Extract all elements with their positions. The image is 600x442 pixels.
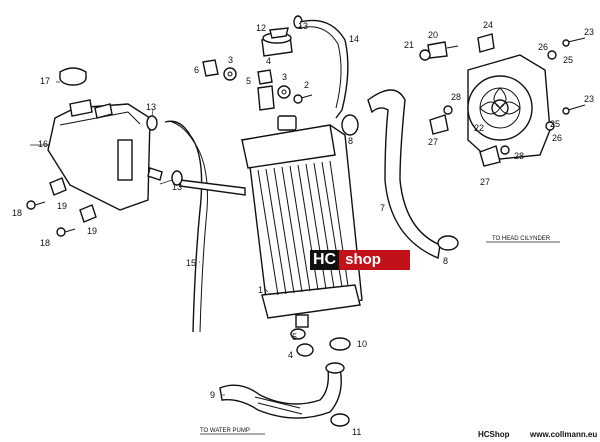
radiator	[240, 115, 363, 328]
cooling-fan	[467, 33, 551, 161]
thermoswitch	[419, 41, 459, 61]
label-clamp-bottom: 10	[357, 339, 367, 349]
label-bush-bottom-2: 5	[292, 332, 297, 342]
label-fan-screw-b: 23	[584, 94, 594, 104]
vent-hose	[299, 19, 349, 119]
callout-labels: 1 22 9 16 17 19 19 18 18 15 13 13 13 12 …	[12, 20, 594, 437]
label-vent-hose: 14	[349, 34, 359, 44]
label-bracket-left: 19	[57, 201, 67, 211]
label-fan-nut-a: 26	[538, 42, 548, 52]
label-radiator-cap: 12	[256, 23, 266, 33]
expansion-tank	[47, 99, 163, 211]
leader-lines	[30, 81, 560, 435]
label-clamp-upper-2: 8	[443, 256, 448, 266]
tank-screws-left	[26, 200, 76, 237]
label-spacer-top: 5	[246, 76, 251, 86]
tank-bracket-left	[49, 177, 97, 223]
watermark-shop: shop	[339, 250, 410, 270]
label-fan-washer-b: 25	[550, 119, 560, 129]
label-radiator: 1	[258, 285, 263, 295]
label-fan-nut-b: 26	[552, 133, 562, 143]
label-overflow-hose: 15	[186, 258, 196, 268]
label-fan-post-a: 28	[451, 92, 461, 102]
label-washer-switch: 21	[404, 40, 414, 50]
label-fan-post-b: 28	[514, 151, 524, 161]
note-to-head-cylinder: TO HEAD CILYNDER	[492, 236, 551, 242]
label-thermoswitch: 20	[428, 30, 438, 40]
label-washer-top: 3	[228, 55, 233, 65]
label-upper-hose: 7	[380, 203, 385, 213]
label-clamp-bottom-2: 11	[352, 427, 361, 437]
label-fan-rubber-a: 27	[428, 137, 438, 147]
label-tank-cap: 17	[40, 76, 50, 86]
label-clamp-tank-1: 13	[146, 102, 156, 112]
hcshop-watermark: HC shop	[310, 250, 410, 270]
tank-cap	[59, 67, 87, 86]
overflow-hose	[164, 120, 246, 333]
label-fan-washer-a: 25	[563, 55, 573, 65]
label-clamp-tank-2: 13	[172, 182, 182, 192]
footer-site-url: www.collmann.eu	[529, 430, 597, 439]
label-screw-left-2: 18	[40, 238, 50, 248]
label-bush-top: 4	[266, 56, 271, 66]
lower-hose	[219, 362, 350, 427]
label-bush-bottom: 4	[288, 350, 293, 360]
label-clamp-upper: 8	[348, 136, 353, 146]
fan-hardware	[429, 37, 586, 167]
label-bracket-top: 6	[194, 65, 199, 75]
label-bracket-left-2: 19	[87, 226, 97, 236]
label-lower-hose: 9	[210, 390, 215, 400]
label-screw-top: 2	[304, 80, 309, 90]
label-fan: 22	[474, 123, 484, 133]
watermark-hc: HC	[310, 250, 340, 270]
footer-shop-name: HCShop	[478, 430, 510, 439]
top-hardware	[202, 59, 313, 111]
label-expansion-tank: 16	[38, 139, 48, 149]
label-screw-left: 18	[12, 208, 22, 218]
label-fan-screw-a: 23	[584, 27, 594, 37]
note-to-water-pump: TO WATER PUMP	[200, 428, 250, 434]
label-fan-rubber-b: 27	[480, 177, 490, 187]
radiator-cap	[261, 27, 293, 57]
label-clamp-top: 13	[298, 21, 308, 31]
bottom-hardware	[290, 328, 351, 357]
label-washer-top-2: 3	[282, 72, 287, 82]
upper-hose	[341, 89, 459, 259]
label-fan-bracket: 24	[483, 20, 493, 30]
